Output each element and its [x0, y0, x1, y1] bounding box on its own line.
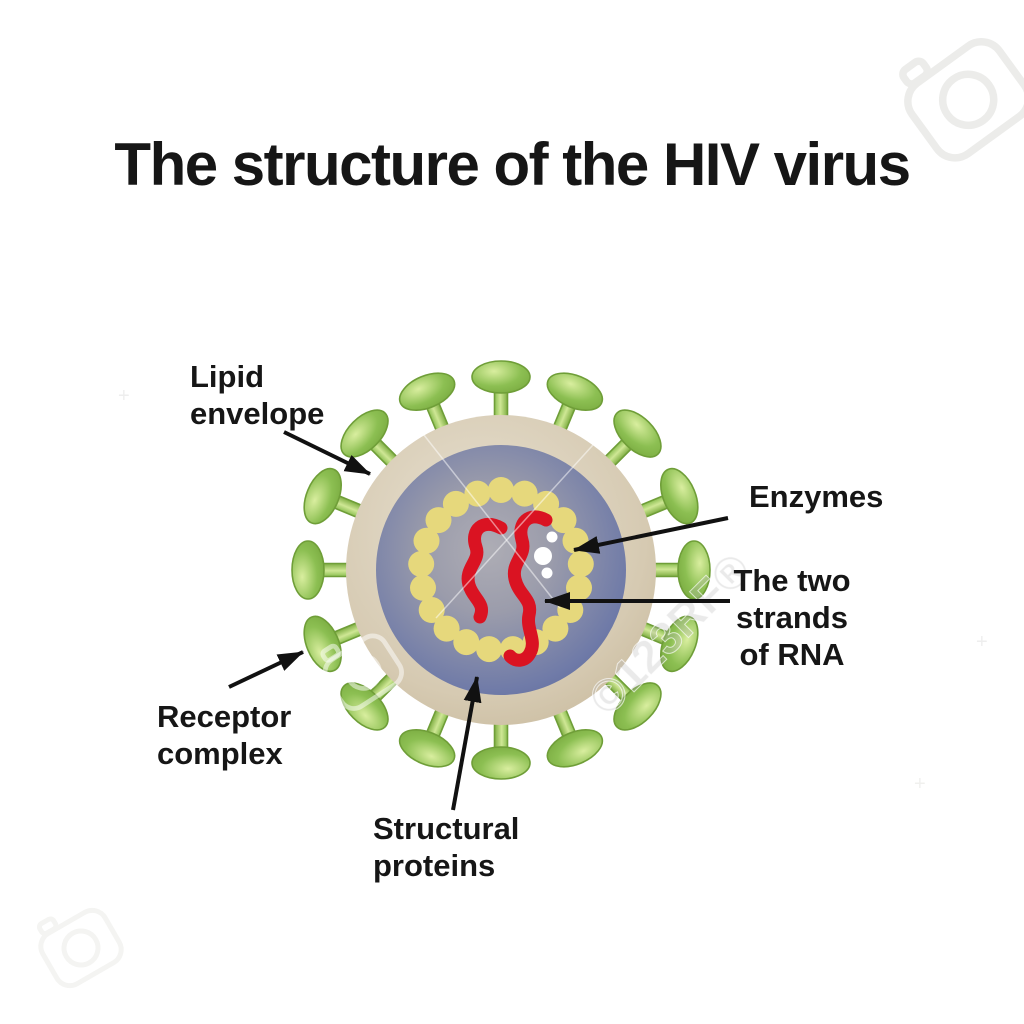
arrow-enzymes [573, 516, 729, 554]
arrow-lipid-envelope [283, 430, 371, 476]
label-line: Receptor [157, 699, 292, 734]
plus-watermark: + [976, 631, 988, 653]
enzyme-granules [534, 531, 558, 579]
label-receptor-complex: Receptor complex [157, 698, 291, 772]
label-line: complex [157, 736, 283, 771]
label-line: Structural [373, 811, 520, 846]
arrow-structural-proteins [451, 676, 482, 811]
structural-protein-ring [408, 477, 594, 663]
label-line: The two [733, 563, 851, 598]
plus-watermark: + [118, 385, 130, 407]
label-rna-strands: The two strands of RNA [728, 562, 856, 673]
label-line: strands [736, 600, 848, 635]
label-line: Enzymes [749, 479, 884, 514]
label-line: envelope [190, 396, 325, 431]
annotation-arrows [228, 430, 730, 811]
label-line: proteins [373, 848, 496, 883]
camera-watermark-icon [29, 894, 126, 991]
rna-strands [461, 510, 553, 667]
label-line: of RNA [739, 637, 845, 672]
label-lipid-envelope: Lipid envelope [190, 358, 324, 432]
page-title: The structure of the HIV virus [114, 131, 911, 198]
plus-watermark: + [914, 773, 926, 795]
arrow-receptor-complex [228, 650, 304, 689]
label-enzymes: Enzymes [749, 478, 883, 515]
label-line: Lipid [190, 359, 265, 394]
stock-watermark-background: + [29, 18, 1024, 991]
label-structural-proteins: Structural proteins [373, 810, 519, 884]
